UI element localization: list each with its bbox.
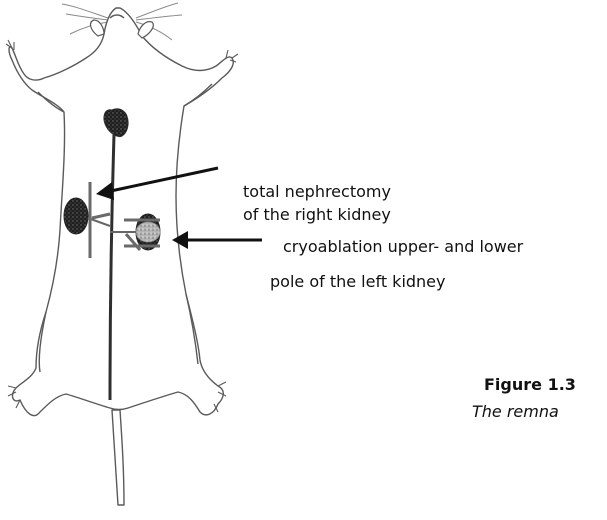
right-kidney: [64, 198, 88, 234]
cryoablation-label-line-2: pole of the left kidney: [270, 272, 446, 292]
figure-caption: The remna: [472, 402, 559, 422]
cryoablation-label-line-1: cryoablation upper- and lower: [283, 237, 523, 257]
ablation-zone: [136, 222, 160, 242]
nephrectomy-label-line-2: of the right kidney: [243, 205, 391, 225]
rat-body: [9, 8, 233, 505]
figure-number: Figure 1.3: [484, 375, 576, 395]
nephrectomy-label-line-1: total nephrectomy: [243, 182, 391, 202]
